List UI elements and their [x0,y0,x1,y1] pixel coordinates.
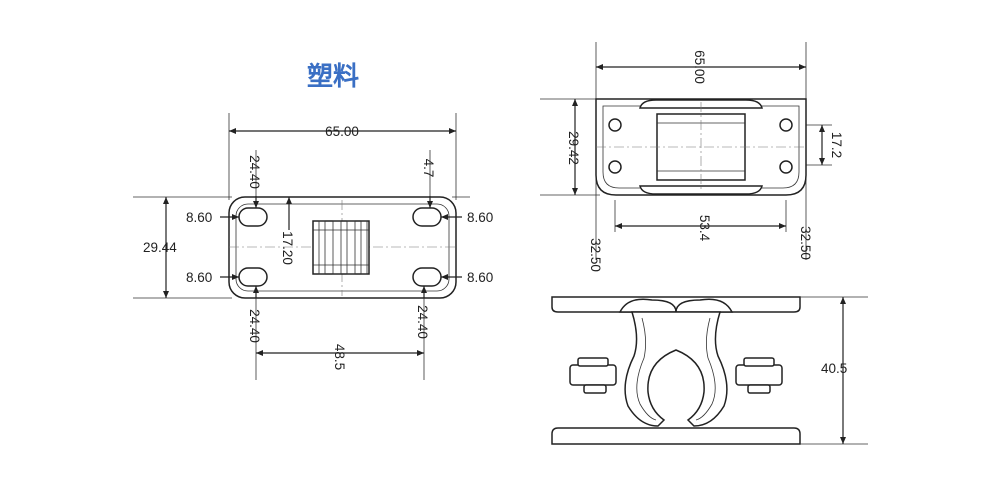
dim-hole-height-bl: 8.60 [186,270,212,285]
dim-center-gap: 17.20 [280,231,295,265]
dim-hole-width-br: 24.40 [415,305,430,339]
top-plate [551,296,801,313]
bottom-plate [551,427,801,445]
right-top-view: 65.00 29.42 17.2 53.4 32.50 32.50 [540,42,844,272]
dim-hole-spacing: 48.5 [332,344,347,370]
dim-edge-left: 32.50 [588,238,603,272]
dim-edge-right: 32.50 [798,226,813,260]
dim-offset-tr: 4.7 [421,159,436,178]
dim-overall-width: 65.00 [692,50,707,84]
dim-hole-spacing-vertical: 17.2 [829,132,844,158]
dim-overall-height: 40.5 [821,361,847,376]
mount-hole [779,160,793,174]
dim-hole-width-tl: 24.40 [247,155,262,189]
mount-hole [608,118,622,132]
mount-slot [412,267,442,287]
clamp-jaw [624,311,728,427]
dim-hole-height-br: 8.60 [467,270,493,285]
dim-hole-spacing-horizontal: 53.4 [697,215,712,242]
dim-overall-width: 65.00 [325,124,359,139]
dim-hole-height-tr: 8.60 [467,210,493,225]
mount-hole [779,118,793,132]
mount-slot [238,207,268,227]
left-view: 65.00 29.44 8.60 8.60 8.60 8.60 24.40 4.… [133,113,493,380]
dim-hole-width-bl: 24.40 [247,309,262,343]
dim-hole-height-tl: 8.60 [186,210,212,225]
material-title: 塑料 [307,62,360,92]
right-side-view: 40.5 [551,296,868,445]
dim-height: 29.42 [566,131,581,165]
mount-hole [608,160,622,174]
dim-height: 29.44 [143,240,177,255]
mount-slot [412,207,442,227]
mount-slot [238,267,268,287]
